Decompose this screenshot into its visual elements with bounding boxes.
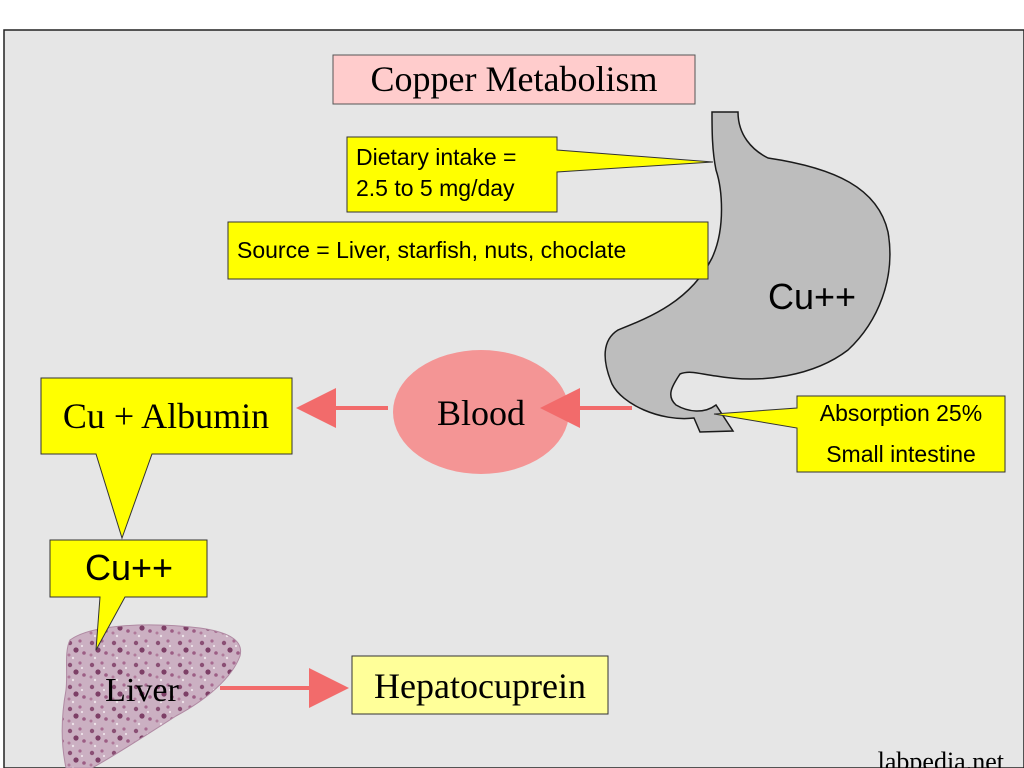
stomach-copper-label: Cu++ bbox=[768, 276, 856, 317]
source-callout: Source = Liver, starfish, nuts, choclate bbox=[227, 221, 709, 280]
absorption-line-1: Absorption 25% bbox=[820, 400, 982, 426]
title-box: Copper Metabolism bbox=[332, 54, 696, 105]
absorption-callout: Absorption 25% Small intestine bbox=[713, 395, 1006, 473]
cu-liver-callout: Cu++ bbox=[49, 539, 208, 651]
dietary-intake-line-1: Dietary intake = bbox=[356, 144, 516, 170]
source-text: Source = Liver, starfish, nuts, choclate bbox=[237, 237, 626, 263]
dietary-intake-callout: Dietary intake = 2.5 to 5 mg/day bbox=[346, 136, 714, 213]
blood-label: Blood bbox=[437, 393, 525, 433]
hepatocuprein-text: Hepatocuprein bbox=[374, 666, 586, 706]
dietary-intake-line-2: 2.5 to 5 mg/day bbox=[356, 175, 515, 201]
page-title: Copper Metabolism bbox=[371, 59, 658, 99]
watermark-text: labpedia.net bbox=[878, 747, 1005, 768]
hepatocuprein-box: Hepatocuprein bbox=[351, 655, 609, 715]
blood-ellipse bbox=[393, 350, 569, 474]
liver-shape bbox=[61, 624, 242, 768]
liver-label: Liver bbox=[105, 672, 179, 709]
cu-liver-text: Cu++ bbox=[85, 547, 173, 588]
absorption-line-2: Small intestine bbox=[826, 441, 976, 467]
cu-albumin-text: Cu + Albumin bbox=[63, 396, 269, 436]
cu-albumin-callout: Cu + Albumin bbox=[40, 377, 293, 540]
